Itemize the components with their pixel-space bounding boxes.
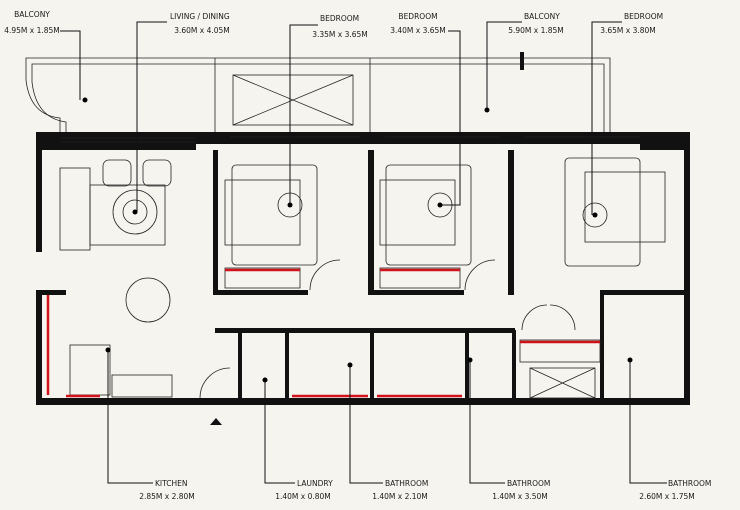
room-size: 5.90M x 1.85M (508, 26, 564, 35)
room-size: 3.60M x 4.05M (174, 26, 230, 35)
room-size: 3.40M x 3.65M (390, 26, 446, 35)
room-name: LAUNDRY (297, 479, 333, 488)
room-name: KITCHEN (155, 479, 188, 488)
room-name: LIVING / DINING (170, 12, 230, 21)
room-size: 1.40M x 2.10M (372, 492, 428, 501)
room-name: BALCONY (524, 12, 560, 21)
room-label-bathroom-1: BATHROOM 1.40M x 2.10M (372, 479, 428, 501)
room-label-bedroom-3: BEDROOM 3.65M x 3.80M (600, 12, 663, 35)
room-label-bedroom-2: BEDROOM 3.40M x 3.65M (390, 12, 446, 35)
room-label-kitchen: KITCHEN 2.85M x 2.80M (139, 479, 195, 501)
room-size: 1.40M x 3.50M (492, 492, 548, 501)
room-size: 3.65M x 3.80M (600, 26, 656, 35)
balcony-outline (25, 52, 611, 132)
room-size: 2.85M x 2.80M (139, 492, 195, 501)
room-label-balcony-2: BALCONY 5.90M x 1.85M (508, 12, 564, 35)
room-label-bathroom-2: BATHROOM 1.40M x 3.50M (492, 479, 550, 501)
windows (60, 136, 640, 143)
room-name: BATHROOM (385, 479, 428, 488)
room-size: 3.35M x 3.65M (312, 30, 368, 39)
room-name: BALCONY (14, 10, 50, 19)
furniture (59, 157, 666, 399)
room-name: BATHROOM (668, 479, 711, 488)
room-label-bedroom-1: BEDROOM 3.35M x 3.65M (312, 14, 368, 39)
room-name: BEDROOM (398, 12, 437, 21)
red-accents (46, 268, 600, 398)
room-size: 4.95M x 1.85M (4, 26, 60, 35)
room-size: 2.60M x 1.75M (639, 492, 695, 501)
leader-lines (60, 21, 667, 484)
room-label-bathroom-3: BATHROOM 2.60M x 1.75M (639, 479, 711, 501)
room-name: BEDROOM (320, 14, 359, 23)
room-name: BATHROOM (507, 479, 550, 488)
entry-arrow-icon (210, 418, 222, 425)
room-label-laundry: LAUNDRY 1.40M x 0.80M (275, 479, 333, 501)
room-label-balcony-1: BALCONY 4.95M x 1.85M (4, 10, 60, 35)
room-size: 1.40M x 0.80M (275, 492, 331, 501)
room-label-living-dining: LIVING / DINING 3.60M x 4.05M (170, 12, 230, 35)
room-name: BEDROOM (624, 12, 663, 21)
walls (36, 132, 690, 405)
